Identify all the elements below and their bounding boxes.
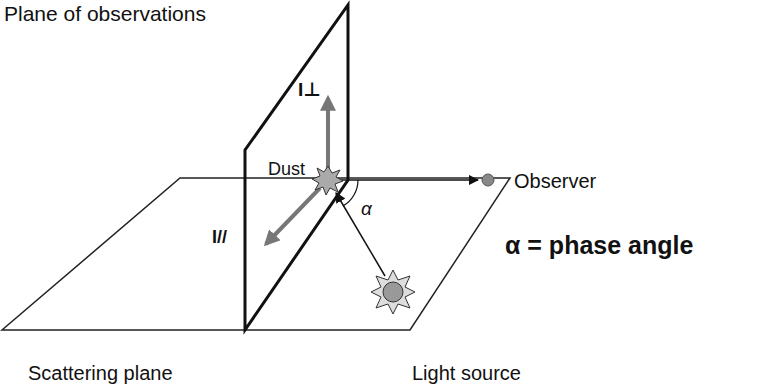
dust-label: Dust: [268, 160, 305, 180]
plane-edge: [347, 5, 349, 180]
plane-label: Scattering plane: [28, 362, 173, 384]
observer-dot: [482, 174, 494, 186]
observer-label: Observer: [514, 170, 596, 192]
observer-ray: [340, 179, 478, 181]
observation-plane: [245, 5, 348, 330]
sun-symbol: [371, 270, 415, 314]
scattering-plane: [2, 178, 510, 330]
plane-label: Plane of observations: [4, 2, 206, 25]
perpendicular-arrow: [326, 98, 330, 170]
source-label: Light source: [412, 362, 521, 384]
angle-arc: [343, 180, 358, 206]
angle-symbol: α: [361, 199, 372, 220]
dust-burst: [312, 166, 343, 195]
intensity-label: I⊥: [298, 80, 321, 101]
angle-note: α = phase angle: [505, 232, 693, 260]
parallel-arrow: [266, 188, 320, 244]
intensity-label: I//: [212, 228, 227, 248]
